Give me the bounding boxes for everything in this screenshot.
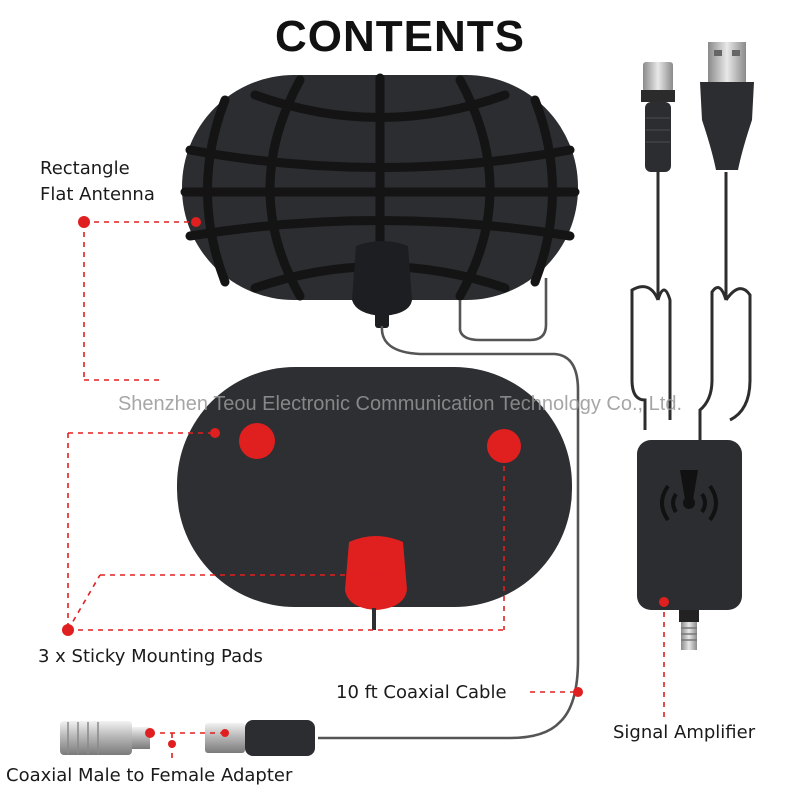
antenna-label-line2: Flat Antenna (40, 184, 155, 205)
antenna-label-line1: Rectangle (40, 158, 130, 179)
pads-label: 3 x Sticky Mounting Pads (38, 646, 263, 667)
callout-dots (62, 216, 669, 748)
cable-label: 10 ft Coaxial Cable (336, 682, 507, 703)
coaxial-adapter (60, 721, 150, 755)
amplifier-label: Signal Amplifier (613, 722, 756, 743)
page-title: CONTENTS (275, 12, 525, 61)
signal-amplifier-assembly (630, 42, 754, 650)
flat-antenna (180, 73, 580, 328)
mounting-pad-1 (239, 423, 275, 459)
signal-broadcast-icon (660, 470, 718, 522)
mounting-pad-sheet (177, 367, 572, 630)
callout-lines (67, 221, 665, 760)
watermark-text: Shenzhen Teou Electronic Communication T… (117, 393, 683, 415)
coaxial-cable-connector (205, 720, 315, 756)
coaxial-cable (318, 278, 580, 740)
adapter-label: Coaxial Male to Female Adapter (6, 765, 293, 786)
antenna-label: Rectangle Flat Antenna (40, 156, 155, 208)
